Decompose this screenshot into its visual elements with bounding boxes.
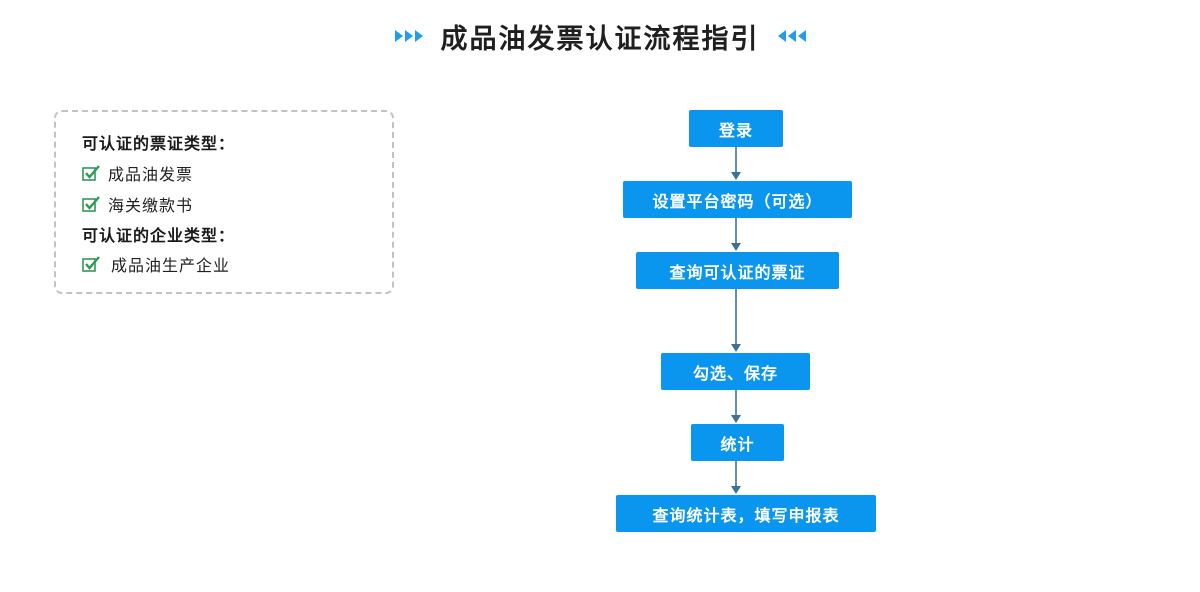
connector-arrowhead xyxy=(731,486,741,494)
invoice-type-label: 成品油发票 xyxy=(108,165,194,184)
enterprise-types-heading: 可认证的企业类型： xyxy=(82,226,236,245)
invoice-type-item: 海关缴款书 xyxy=(82,192,193,216)
triple-left-arrows-icon xyxy=(777,30,806,42)
flow-step-login: 登录 xyxy=(689,110,783,147)
flow-step-set-password: 设置平台密码（可选） xyxy=(623,181,852,218)
flow-step-select-save: 勾选、保存 xyxy=(661,353,810,390)
title-bar: 成品油发票认证流程指引 xyxy=(0,14,1200,58)
page-title: 成品油发票认证流程指引 xyxy=(440,23,760,55)
connector-arrowhead xyxy=(731,172,741,180)
flow-step-statistics: 统计 xyxy=(691,424,784,461)
green-checkbox-icon xyxy=(82,165,100,181)
enterprise-type-label: 成品油生产企业 xyxy=(111,256,231,275)
enterprise-type-item: 成品油生产企业 xyxy=(82,252,230,276)
connector-arrowhead xyxy=(731,415,741,423)
triple-right-arrows-icon xyxy=(394,30,423,42)
green-checkbox-icon xyxy=(82,256,100,272)
invoice-types-heading: 可认证的票证类型： xyxy=(82,134,236,153)
invoice-type-label: 海关缴款书 xyxy=(108,196,194,215)
certifiable-types-panel: 可认证的票证类型： 成品油发票 海关缴款书 可认证的企业类型： 成品油生产企业 xyxy=(54,110,394,294)
invoice-type-item: 成品油发票 xyxy=(82,161,193,185)
connector-arrowhead xyxy=(731,243,741,251)
flow-step-query-certifiable: 查询可认证的票证 xyxy=(636,252,839,289)
green-checkbox-icon xyxy=(82,196,100,212)
flow-step-query-and-declare: 查询统计表，填写申报表 xyxy=(616,495,876,532)
connector-arrowhead xyxy=(731,344,741,352)
